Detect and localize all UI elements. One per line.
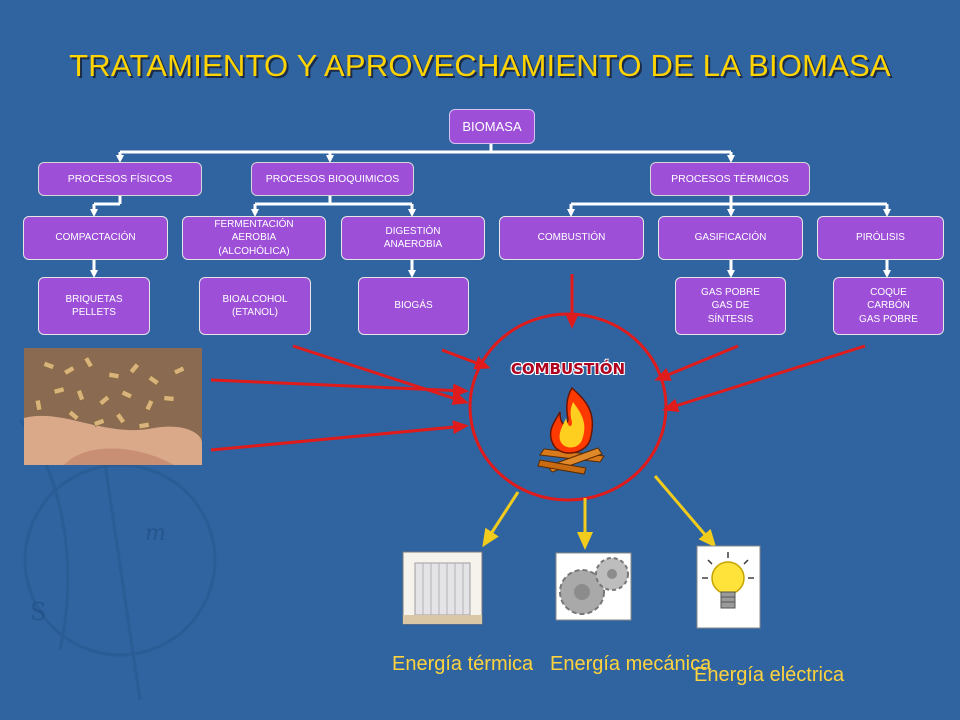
pellets-photo	[24, 348, 202, 465]
node-combustion: COMBUSTIÓN	[499, 216, 644, 260]
node-briquettes-pellets: BRIQUETAS PELLETS	[38, 277, 150, 335]
energy-electric-label: Energía eléctrica	[694, 664, 845, 686]
node-bioalcohol: BIOALCOHOL (ETANOL)	[199, 277, 311, 335]
fire-icon	[537, 386, 605, 475]
node-pyrolysis: PIRÓLISIS	[817, 216, 944, 260]
node-gasification: GASIFICACIÓN	[658, 216, 803, 260]
page-title: TRATAMIENTO Y APROVECHAMIENTO DE LA BIOM…	[69, 48, 891, 83]
root-node-biomasa: BIOMASA	[449, 109, 535, 144]
node-coke-coal-poor-gas: COQUE CARBÓN GAS POBRE	[833, 277, 944, 335]
node-biochemical-processes: PROCESOS BIOQUIMICOS	[251, 162, 414, 196]
node-biogas: BIOGÁS	[358, 277, 469, 335]
radiator-icon	[402, 551, 483, 625]
gears-icon	[555, 552, 632, 621]
node-compaction: COMPACTACIÓN	[23, 216, 168, 260]
svg-text:S: S	[30, 598, 46, 626]
combustion-center-label: COMBUSTIÓN	[510, 360, 626, 378]
svg-text:m: m	[145, 521, 166, 546]
node-physical-processes: PROCESOS FÍSICOS	[38, 162, 202, 196]
light-bulb-icon	[696, 545, 761, 629]
node-aerobic-fermentation: FERMENTACIÓN AEROBIA (ALCOHÓLICA)	[182, 216, 326, 260]
energy-thermal-label: Energía térmica	[392, 653, 534, 675]
node-thermal-processes: PROCESOS TÉRMICOS	[650, 162, 810, 196]
energy-mechanical-label: Energía mecánica	[550, 653, 712, 675]
node-poor-gas-synthesis-gas: GAS POBRE GAS DE SÍNTESIS	[675, 277, 786, 335]
node-anaerobic-digestion: DIGESTIÓN ANAEROBIA	[341, 216, 485, 260]
